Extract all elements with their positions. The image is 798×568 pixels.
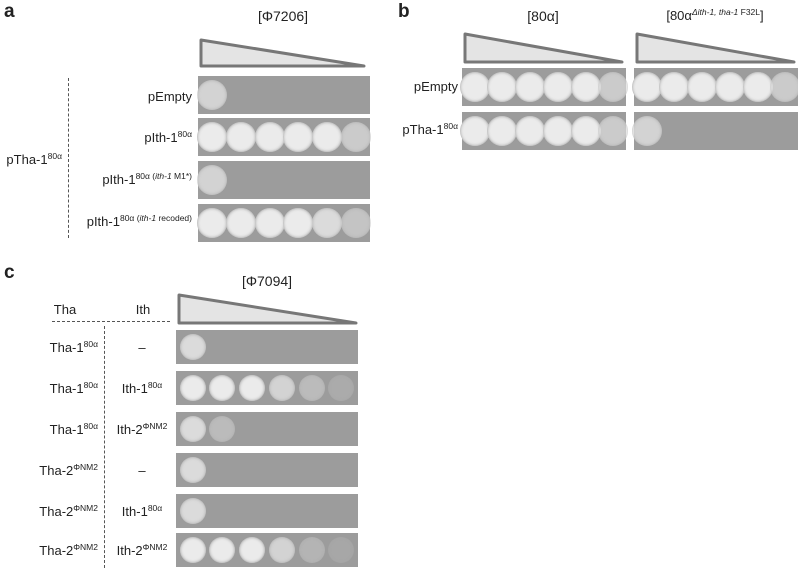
plaque-spot [196, 80, 227, 110]
plaque-spot [487, 72, 518, 102]
plaque-spot [225, 208, 256, 238]
plaque-spot [341, 208, 372, 238]
plaque-spot [239, 537, 266, 563]
panel-c-tha-label-2: Tha-180α [49, 380, 98, 396]
panel-a-row-label-3: pIth-180α (ith-1 M1*) [102, 171, 192, 187]
panel-a-row-label-4: pIth-180α (ith-1 recoded) [86, 213, 192, 229]
panel-a-label: a [4, 1, 15, 22]
panel-c-ith-label-5: Ith-180α [121, 503, 163, 519]
plaque-spot [459, 72, 490, 102]
plaque-spot [598, 116, 629, 146]
plaque-spot [298, 375, 325, 401]
panel-c-tha-label-5: Tha-2ΦNM2 [39, 503, 98, 519]
panel-c-tha-label-4: Tha-2ΦNM2 [39, 462, 98, 478]
plaque-spot [542, 72, 573, 102]
panel-c-plate-6 [176, 533, 358, 567]
plaque-spot [179, 375, 206, 401]
panel-b-plate-mut-2 [631, 112, 798, 150]
plaque-spot [714, 72, 745, 102]
panel-a-plate-3 [196, 161, 370, 199]
panel-a-phage-label: [Φ7206] [257, 8, 309, 24]
plaque-spot [179, 498, 206, 524]
panel-c-plate-2 [176, 371, 358, 405]
plaque-spot [328, 537, 355, 563]
plaque-spot [209, 416, 236, 442]
plaque-spot [196, 208, 227, 238]
plaque-spot [298, 537, 325, 563]
plaque-spot [328, 375, 355, 401]
plaque-spot [742, 72, 773, 102]
plaque-spot [179, 416, 206, 442]
panel-c-tha-label-1: Tha-180α [49, 339, 98, 355]
panel-b-phage-mut-label: [80αΔith-1, tha-1 F32L] [666, 7, 764, 23]
panel-a-plate-4 [196, 204, 372, 242]
panel-b-row-label-1: pEmpty [413, 79, 458, 94]
panel-a-host-label: pTha-180α [6, 151, 62, 167]
plaque-spot [515, 72, 546, 102]
panel-a-plate-2 [196, 118, 372, 156]
panel-a-plate-1 [196, 76, 370, 114]
panel-c-ith-label-1: – [138, 340, 146, 355]
panel-b-dilution-wedge-wt [463, 32, 624, 64]
panel-b-row-label-2: pTha-180α [402, 121, 458, 137]
plaque-spot [770, 72, 798, 102]
panel-b-phage-wt-label: [80α] [527, 8, 559, 24]
plaque-spot [179, 457, 206, 483]
panel-c-phage-label: [Φ7094] [241, 273, 293, 289]
plaque-spot [283, 122, 314, 152]
panel-a-divider [68, 78, 69, 238]
plaque-spot [487, 116, 518, 146]
plaque-spot [209, 375, 236, 401]
panel-b-plate-mut-1 [631, 68, 798, 106]
plaque-spot [268, 375, 295, 401]
plaque-spot [631, 116, 662, 146]
plaque-spot [598, 72, 629, 102]
panel-c-plate-1 [176, 330, 358, 364]
panel-c-col-ith: Ith [135, 302, 151, 317]
plaque-spot [196, 122, 227, 152]
panel-c-tha-label-3: Tha-180α [49, 421, 98, 437]
plaque-spot [179, 537, 206, 563]
panel-c-ith-label-2: Ith-180α [121, 380, 163, 396]
plaque-spot [196, 165, 227, 195]
plaque-spot [179, 334, 206, 360]
plaque-spot [268, 537, 295, 563]
plaque-spot [659, 72, 690, 102]
panel-a-dilution-wedge [199, 38, 366, 68]
panel-c-tha-label-6: Tha-2ΦNM2 [39, 542, 98, 558]
plaque-spot [254, 122, 285, 152]
plaque-spot [312, 208, 343, 238]
plaque-spot [570, 72, 601, 102]
panel-c-ith-label-3: Ith-2ΦNM2 [116, 421, 168, 437]
plaque-spot [209, 537, 236, 563]
plaque-spot [225, 122, 256, 152]
plaque-spot [570, 116, 601, 146]
plaque-spot [687, 72, 718, 102]
panel-b-plate-wt-1 [459, 68, 629, 106]
plaque-spot [542, 116, 573, 146]
panel-a-row-label-2: pIth-180α [144, 129, 192, 145]
panel-c-header-divider [52, 321, 170, 322]
panel-a-row-label-1: pEmpty [147, 89, 192, 104]
panel-b-dilution-wedge-mut [635, 32, 796, 64]
plaque-spot [283, 208, 314, 238]
panel-c-plate-4 [176, 453, 358, 487]
plaque-spot [631, 72, 662, 102]
panel-c-col-tha: Tha [53, 302, 77, 317]
panel-c-label: c [4, 262, 15, 283]
plaque-spot [312, 122, 343, 152]
plaque-spot [254, 208, 285, 238]
panel-c-plate-5 [176, 494, 358, 528]
plaque-spot [341, 122, 372, 152]
plaque-spot [459, 116, 490, 146]
panel-c-plate-3 [176, 412, 358, 446]
panel-c-ith-label-6: Ith-2ΦNM2 [116, 542, 168, 558]
panel-b-plate-wt-2 [459, 112, 629, 150]
panel-b-label: b [398, 1, 410, 22]
plaque-spot [515, 116, 546, 146]
plaque-spot [239, 375, 266, 401]
panel-c-ith-label-4: – [138, 463, 146, 478]
panel-c-dilution-wedge [177, 293, 358, 325]
panel-c-column-divider [104, 326, 105, 568]
